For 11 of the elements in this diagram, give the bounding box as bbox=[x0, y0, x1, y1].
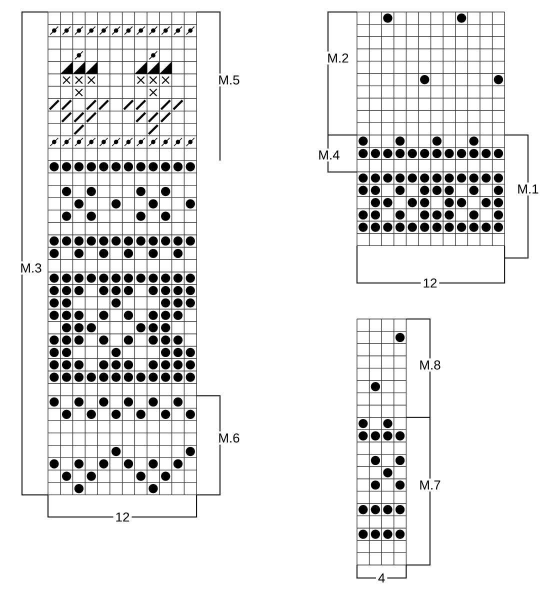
chart-label: M.4 bbox=[316, 148, 342, 162]
chart-label: M.3 bbox=[18, 261, 44, 275]
chart-label: 12 bbox=[420, 276, 440, 290]
chart-label: M.6 bbox=[216, 431, 242, 445]
chart-label: M.5 bbox=[216, 73, 242, 87]
chart-label: 4 bbox=[376, 572, 388, 584]
chart-label: 12 bbox=[113, 510, 132, 524]
chart-label: M.7 bbox=[417, 478, 443, 492]
chart-label: M.2 bbox=[325, 51, 351, 65]
chart-label: M.1 bbox=[515, 182, 541, 196]
chart-label: M.8 bbox=[417, 358, 443, 372]
